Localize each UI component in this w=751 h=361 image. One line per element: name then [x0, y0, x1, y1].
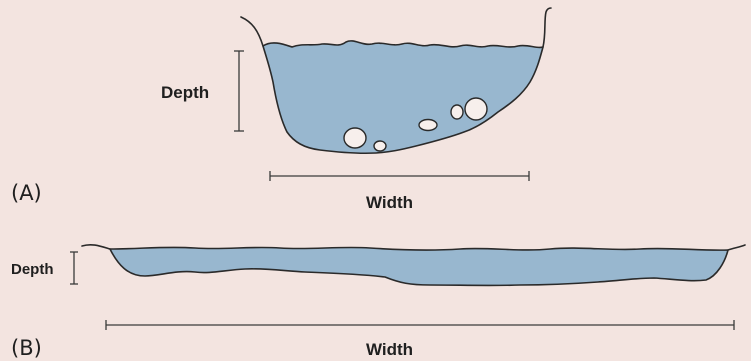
panel-a-rock — [465, 98, 487, 120]
panel-a-rock — [451, 105, 463, 119]
panel-a-right-bank — [543, 8, 551, 47]
panel-a-rock — [374, 141, 386, 151]
panel-a-rock — [419, 120, 437, 131]
panel-b-left-bank — [82, 245, 110, 249]
panel-b-water — [110, 247, 728, 285]
panel-a-depth-label: Depth — [161, 83, 209, 102]
panel-b: Depth Width (B) — [11, 245, 745, 360]
panel-b-width-label: Width — [366, 340, 413, 359]
panel-a-rock — [344, 128, 366, 148]
panel-a-tag: (A) — [11, 181, 42, 205]
panel-b-tag: (B) — [11, 336, 42, 360]
panel-a-water — [263, 41, 543, 153]
panel-a-left-bank — [241, 17, 263, 46]
panel-a: Depth Width (A) — [11, 8, 551, 212]
panel-b-right-bank — [728, 245, 745, 250]
panel-a-width-label: Width — [366, 193, 413, 212]
panel-b-depth-label: Depth — [11, 261, 54, 278]
